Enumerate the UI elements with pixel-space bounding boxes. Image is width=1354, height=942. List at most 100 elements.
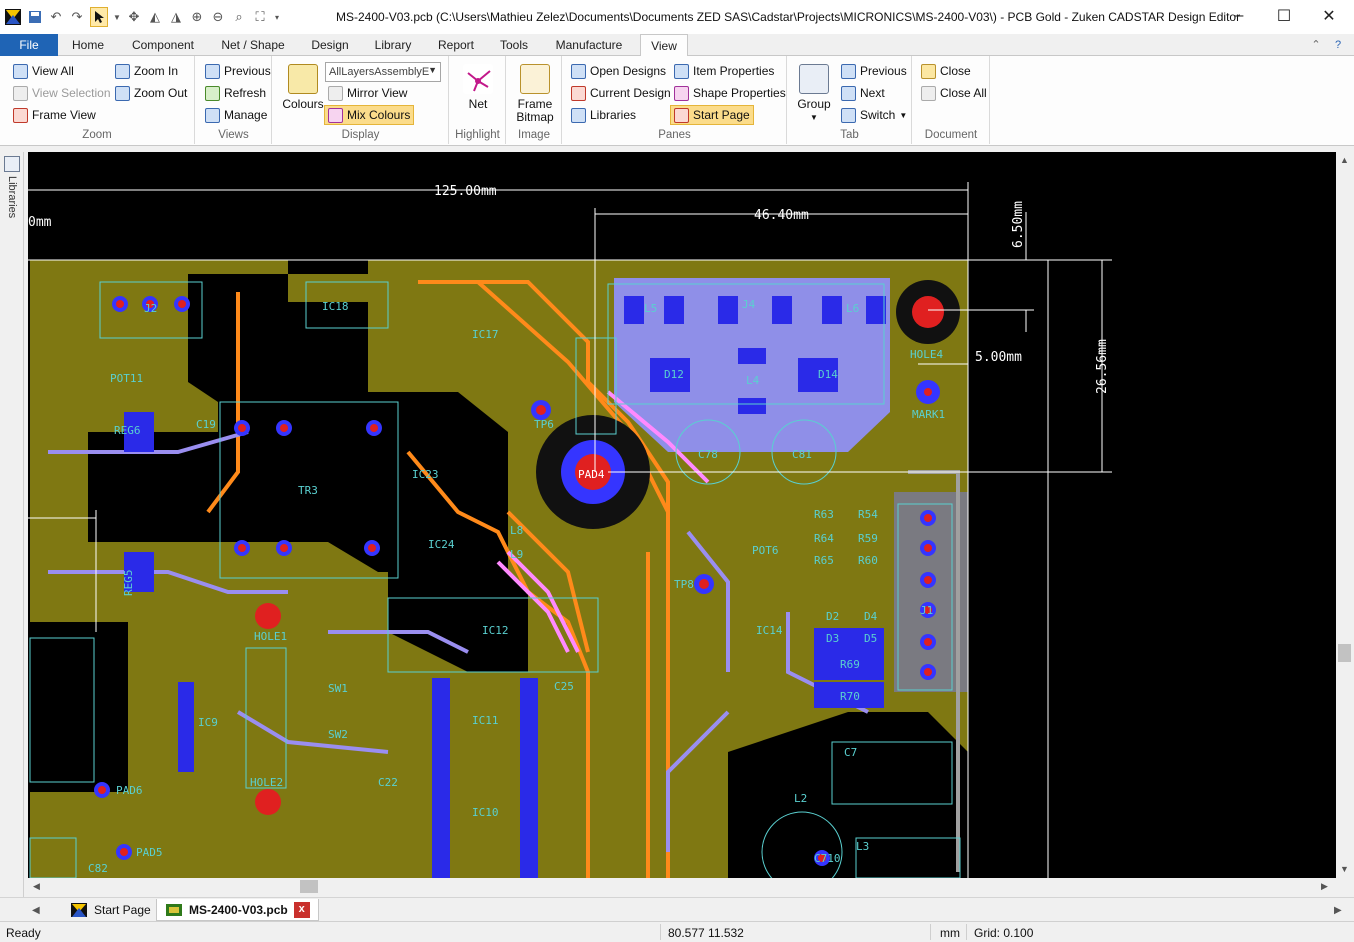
svg-text:IC10: IC10 bbox=[472, 806, 499, 819]
current-design-button[interactable]: Current Design bbox=[568, 83, 674, 103]
tab-design[interactable]: Design bbox=[311, 38, 349, 52]
maximize-button[interactable]: ☐ bbox=[1276, 8, 1292, 25]
tab-report[interactable]: Report bbox=[437, 38, 475, 52]
shape-properties-button[interactable]: Shape Properties bbox=[671, 83, 789, 103]
scroll-right-icon[interactable]: ▶ bbox=[1321, 881, 1328, 891]
svg-text:POT11: POT11 bbox=[110, 372, 143, 385]
group-display: Colours Display bbox=[273, 56, 449, 144]
scroll-left-icon[interactable]: ◀ bbox=[33, 881, 40, 891]
colours-label: Colours bbox=[282, 97, 324, 111]
help-icon[interactable]: ? bbox=[1334, 39, 1342, 51]
view-selection-label: View Selection bbox=[32, 86, 111, 100]
zoom-group-label: Zoom bbox=[82, 129, 112, 141]
group-button[interactable]: Group ▼ bbox=[792, 64, 836, 124]
view-selection-button[interactable]: View Selection bbox=[10, 83, 114, 103]
layer-select[interactable]: AllLayersAssemblyE ▼ bbox=[325, 62, 441, 82]
tab-net-shape[interactable]: Net / Shape bbox=[221, 38, 285, 52]
frame-view-label: Frame View bbox=[32, 108, 96, 122]
next-tab-button[interactable]: Next bbox=[838, 83, 888, 103]
zoom-in-icon[interactable]: ⊕ bbox=[191, 9, 203, 24]
horizontal-scrollbar[interactable]: ◀ ▶ bbox=[28, 878, 1336, 895]
close-document-button[interactable]: Close bbox=[918, 61, 974, 81]
tab-file[interactable]: File bbox=[0, 34, 58, 56]
app-logo-icon[interactable] bbox=[4, 8, 22, 26]
collapse-ribbon-icon[interactable]: ⌃ bbox=[1311, 39, 1321, 51]
customize-icon[interactable]: ▾ bbox=[274, 12, 279, 22]
manage-views-button[interactable]: Manage bbox=[202, 105, 270, 125]
pcb-canvas[interactable]: 125.00mm 46.40mm 5.00mm 0mm 6.50mm 26.56… bbox=[28, 152, 1336, 878]
switch-icon bbox=[841, 107, 856, 123]
view-all-icon[interactable]: ⛶ bbox=[255, 9, 265, 24]
net-highlight-button[interactable]: Net bbox=[456, 64, 500, 111]
horizontal-scroll-thumb[interactable] bbox=[300, 880, 318, 893]
design-tab-label: MS-2400-V03.pcb bbox=[189, 902, 288, 917]
libraries-pane-button[interactable]: Libraries bbox=[568, 105, 639, 125]
doc-tab-design[interactable]: MS-2400-V03.pcb x bbox=[156, 899, 319, 921]
zoom-out-icon[interactable]: ⊖ bbox=[212, 9, 224, 24]
frame-bitmap-label: Frame Bitmap bbox=[516, 97, 554, 124]
switch-tab-button[interactable]: Switch▼ bbox=[838, 105, 910, 125]
frame-bitmap-button[interactable]: Frame Bitmap bbox=[511, 64, 559, 124]
previous-tab-button[interactable]: Previous bbox=[838, 61, 910, 81]
svg-text:L3: L3 bbox=[856, 840, 869, 853]
chevron-down-icon: ▼ bbox=[899, 110, 908, 120]
minimize-button[interactable]: – bbox=[1234, 7, 1244, 24]
open-designs-button[interactable]: Open Designs bbox=[568, 61, 669, 81]
svg-text:TP6: TP6 bbox=[534, 418, 554, 431]
undo-icon[interactable]: ↶ bbox=[50, 9, 62, 24]
redo-icon[interactable]: ↷ bbox=[71, 9, 83, 24]
zoom-in-button[interactable]: Zoom In bbox=[112, 61, 181, 81]
refresh-button[interactable]: Refresh bbox=[202, 83, 269, 103]
tab-home[interactable]: Home bbox=[71, 38, 104, 52]
tab-component[interactable]: Component bbox=[131, 38, 195, 52]
tab-tools[interactable]: Tools bbox=[499, 38, 528, 52]
previous-view-button[interactable]: Previous bbox=[202, 61, 274, 81]
libraries-side-tab[interactable]: Libraries bbox=[2, 156, 22, 236]
svg-text:IC9: IC9 bbox=[198, 716, 218, 729]
highlight-group-label: Highlight bbox=[455, 129, 500, 141]
start-page-label: Start Page bbox=[693, 108, 750, 122]
select-pointer-icon[interactable] bbox=[90, 7, 108, 27]
colours-button[interactable]: Colours bbox=[281, 64, 325, 111]
ribbon-tabs: File Home Component Net / Shape Design L… bbox=[0, 34, 1354, 57]
move-icon[interactable]: ✥ bbox=[128, 9, 140, 24]
close-document-label: Close bbox=[940, 64, 971, 78]
item-properties-button[interactable]: Item Properties bbox=[671, 61, 777, 81]
scroll-down-icon[interactable]: ▼ bbox=[1340, 864, 1349, 874]
svg-text:C710: C710 bbox=[814, 852, 841, 865]
close-all-button[interactable]: Close All bbox=[918, 83, 990, 103]
dim-0mm: 0mm bbox=[28, 215, 52, 230]
mirror-view-button[interactable]: Mirror View bbox=[325, 83, 410, 103]
tabs-scroll-right-icon[interactable]: ▶ bbox=[1334, 904, 1342, 916]
tabs-scroll-left-icon[interactable]: ◀ bbox=[32, 904, 40, 916]
zoom-out-icon bbox=[115, 85, 130, 101]
mirror-icon[interactable]: ◭ bbox=[150, 9, 160, 24]
doc-tab-start-page[interactable]: Start Page bbox=[62, 899, 159, 921]
close-tab-button[interactable]: x bbox=[293, 901, 310, 918]
scroll-up-icon[interactable]: ▲ bbox=[1340, 155, 1349, 165]
close-all-label: Close All bbox=[940, 86, 987, 100]
rotate-icon[interactable]: ◮ bbox=[171, 9, 181, 24]
start-page-button[interactable]: Start Page bbox=[670, 105, 754, 125]
item-properties-label: Item Properties bbox=[693, 64, 775, 78]
vertical-scrollbar[interactable]: ▲ ▼ bbox=[1336, 152, 1353, 878]
tab-library[interactable]: Library bbox=[374, 38, 412, 52]
svg-text:J2: J2 bbox=[144, 302, 157, 315]
close-window-button[interactable]: ✕ bbox=[1322, 8, 1336, 25]
tab-view[interactable]: View bbox=[640, 34, 688, 57]
zoom-area-icon[interactable]: ⌕ bbox=[235, 9, 243, 24]
svg-text:D4: D4 bbox=[864, 610, 878, 623]
mix-colours-button[interactable]: Mix Colours bbox=[324, 105, 415, 125]
pcb-drawing[interactable]: 125.00mm 46.40mm 5.00mm 0mm 6.50mm 26.56… bbox=[28, 152, 1336, 878]
group-image: Frame Bitmap Image bbox=[507, 56, 562, 144]
libraries-label: Libraries bbox=[590, 108, 637, 122]
vertical-scroll-thumb[interactable] bbox=[1338, 644, 1351, 662]
save-icon[interactable] bbox=[27, 9, 43, 25]
dim-125mm: 125.00mm bbox=[434, 184, 497, 199]
zoom-out-button[interactable]: Zoom Out bbox=[112, 83, 190, 103]
tab-manufacture[interactable]: Manufacture bbox=[555, 38, 623, 52]
svg-text:SW1: SW1 bbox=[328, 682, 348, 695]
frame-view-button[interactable]: Frame View bbox=[10, 105, 99, 125]
view-all-button[interactable]: View All bbox=[10, 61, 77, 81]
dropdown-arrow-icon[interactable]: ▼ bbox=[113, 12, 121, 22]
